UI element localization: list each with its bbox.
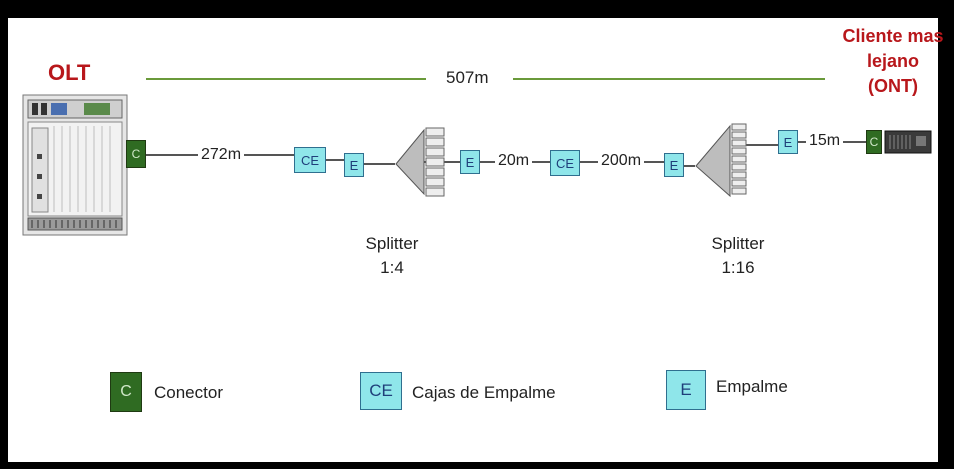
total-distance-line-right — [513, 78, 825, 80]
legend-connector-label: Conector — [154, 383, 223, 402]
total-distance-label: 507m — [446, 68, 489, 87]
splitter-2-ratio: 1:16 — [721, 258, 755, 277]
fiber-line-2 — [326, 159, 344, 161]
splice-3: E — [664, 153, 684, 177]
splice-box-2: CE — [550, 150, 580, 176]
splitter-1-ratio: 1:4 — [380, 258, 404, 277]
splitter-1-label: Splitter 1:4 — [344, 232, 440, 280]
distance-200m: 200m — [598, 152, 645, 170]
total-distance-line-left — [146, 78, 426, 80]
distance-272m: 272m — [198, 146, 245, 164]
splitter-2-name: Splitter — [711, 234, 765, 253]
splitter-1-icon — [395, 127, 445, 197]
olt-title: OLT — [48, 60, 91, 85]
splice-1: E — [344, 153, 364, 177]
splice-2: E — [460, 150, 480, 174]
client-title-line-1: Cliente mas — [842, 26, 944, 46]
client-title: Cliente mas lejano (ONT) — [828, 24, 954, 99]
splice-4: E — [778, 130, 798, 154]
legend-splice-box-symbol: CE — [360, 372, 402, 410]
splitter-2-icon — [695, 123, 747, 198]
legend-splice-symbol: E — [666, 370, 706, 410]
distance-15m: 15m — [806, 132, 844, 150]
olt-equipment-icon — [22, 94, 128, 236]
client-title-line-2: lejano — [866, 51, 919, 71]
fiber-line-7 — [683, 165, 695, 167]
distance-20m: 20m — [495, 152, 533, 170]
legend-splice-box-label: Cajas de Empalme — [412, 383, 556, 402]
splitter-2-label: Splitter 1:16 — [690, 232, 786, 280]
ont-device-icon — [884, 130, 932, 154]
ont-connector: C — [866, 130, 882, 154]
fiber-line-3 — [363, 163, 395, 165]
diagram-canvas: OLT Cliente mas lejano (ONT) 507m — [8, 18, 944, 462]
fiber-line-8 — [744, 144, 778, 146]
splitter-1-name: Splitter — [365, 234, 419, 253]
splice-box-1: CE — [294, 147, 326, 173]
client-title-line-3: (ONT) — [868, 76, 918, 96]
legend-connector-symbol: C — [110, 372, 142, 412]
legend-splice-label: Empalme — [716, 377, 788, 396]
olt-connector: C — [126, 140, 146, 168]
